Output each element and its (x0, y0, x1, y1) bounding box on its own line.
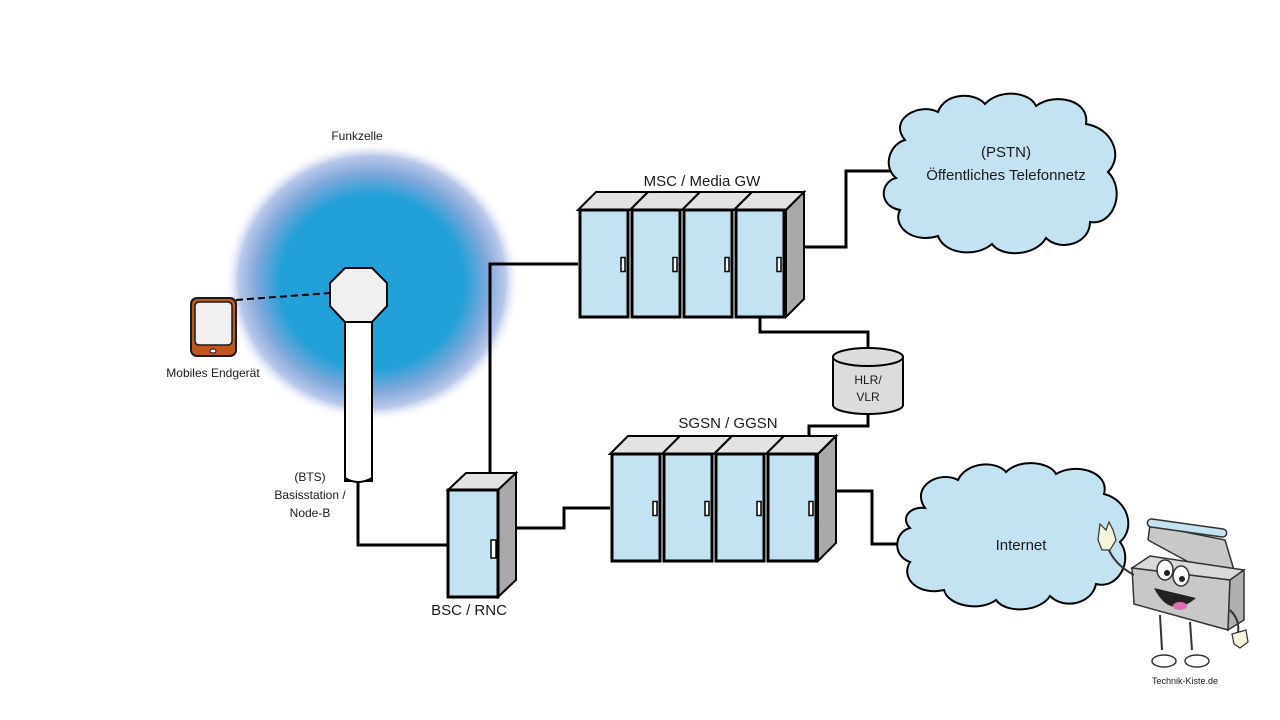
rack-door (662, 452, 714, 563)
rack-door-handle (756, 500, 762, 517)
hlr-label-line1: HLR/ (854, 373, 882, 387)
rack-door-handle (776, 256, 782, 273)
pstn-label-line2: Öffentliches Telefonnetz (926, 166, 1086, 184)
sgsn-rack-group-icon[interactable] (607, 433, 839, 564)
pstn-cloud-icon[interactable] (882, 92, 1118, 255)
hlr-vlr-database-icon[interactable] (832, 347, 904, 415)
wire-hlr-sgsn (807, 415, 870, 437)
wire-device-bts (235, 292, 331, 301)
wire-msc-pstn (802, 169, 892, 249)
connections (235, 169, 906, 547)
rack-door (630, 208, 682, 319)
cell-label: Funkzelle (331, 129, 383, 143)
wire-bts-bsc (356, 483, 448, 547)
rack-door (610, 452, 662, 563)
rack-door (766, 452, 818, 563)
rack-door (682, 208, 734, 319)
bts-label-line1: (BTS) (294, 470, 325, 484)
msc-label: MSC / Media GW (644, 173, 762, 190)
rack-door-handle (672, 256, 678, 273)
wire-bsc-sgsn (516, 506, 610, 530)
device-label: Mobiles Endgerät (166, 366, 260, 380)
bsc-label: BSC / RNC (431, 602, 507, 619)
bts-label-line3: Node-B (290, 506, 331, 520)
rack-side (817, 433, 837, 564)
wire-msc-hlr (758, 318, 870, 348)
internet-cloud-icon[interactable] (896, 462, 1130, 611)
rack-door-handle (652, 500, 658, 517)
rack-door (734, 208, 786, 319)
rack-door (578, 208, 630, 319)
mobile-device-icon[interactable] (190, 297, 237, 357)
rack-door-handle (808, 500, 814, 517)
hlr-label-line2: VLR (856, 390, 880, 404)
bts-antenna-icon[interactable] (329, 267, 388, 483)
wire-sgsn-internet (834, 489, 906, 546)
rack-door-handle (620, 256, 626, 273)
pstn-label-line1: (PSTN) (981, 144, 1031, 161)
rack-door (714, 452, 766, 563)
rack-door-handle (724, 256, 730, 273)
bsc-rack-icon[interactable] (445, 470, 519, 600)
msc-rack-group-icon[interactable] (575, 189, 807, 320)
logo-label: Technik-Kiste.de (1152, 676, 1218, 686)
rack-door-handle (704, 500, 710, 517)
rack-side (785, 189, 805, 320)
internet-label: Internet (996, 537, 1048, 554)
sgsn-label: SGSN / GGSN (678, 415, 777, 432)
wire-bsc-msc (488, 262, 578, 472)
technik-kiste-mascot-icon (1097, 518, 1249, 668)
bts-label-line2: Basisstation / (274, 488, 346, 502)
